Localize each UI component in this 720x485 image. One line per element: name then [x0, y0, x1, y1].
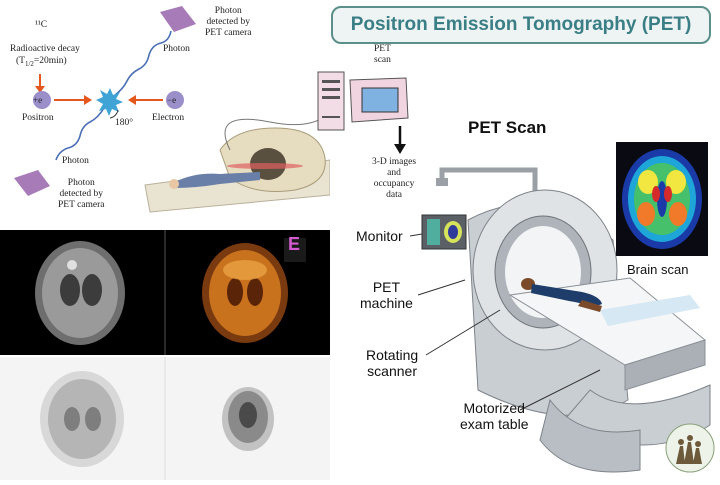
brain-scan-image — [616, 142, 708, 256]
electron-label: Electron — [152, 113, 185, 123]
half-life-label: (T1/2=20min) — [16, 56, 67, 68]
computer-illustration — [317, 71, 409, 154]
detected-top-label: Photon detected by PET camera — [205, 6, 252, 38]
pet-scan-heading: PET Scan — [468, 118, 547, 137]
pet-machine-pointer — [417, 279, 466, 296]
patient — [175, 172, 260, 188]
detector-bottom-shape — [14, 170, 50, 196]
brain-scan-label: Brain scan — [627, 262, 689, 277]
positron-label: Positron — [22, 113, 54, 123]
scanner-cable — [224, 113, 329, 151]
patient-head — [521, 278, 535, 290]
exam-table-pointer — [519, 369, 601, 411]
monitor-label: Monitor — [356, 228, 403, 244]
monitor-pointer — [409, 233, 423, 237]
page-title-box: Positron Emission Tomography (PET) — [331, 6, 711, 44]
page-title: Positron Emission Tomography (PET) — [350, 14, 692, 35]
positron-symbol: +e — [33, 95, 43, 105]
scan-panels-top — [0, 230, 330, 355]
angle-label: 180° — [115, 118, 134, 128]
organization-logo-icon — [665, 423, 715, 473]
detector-top-shape — [160, 6, 196, 32]
photon-path-bottom — [55, 107, 105, 161]
electron-particle — [166, 91, 184, 109]
pet-machine-illustration — [409, 167, 711, 473]
computer-screen — [361, 87, 399, 113]
isotope-label: ¹¹C — [35, 20, 48, 30]
exam-table-label: Motorized exam table — [460, 400, 529, 432]
electron-symbol: −e — [167, 95, 177, 105]
photon-bottom-label: Photon — [62, 156, 89, 166]
decay-label: Radioactive decay — [10, 44, 80, 54]
panel-letter: E — [288, 234, 301, 254]
photon-top-label: Photon — [163, 44, 190, 54]
scan-panels-bottom — [0, 357, 330, 480]
positron-particle — [33, 91, 51, 109]
rotating-scanner-pointer — [425, 309, 501, 356]
rotating-scanner-label: Rotating scanner — [366, 347, 419, 379]
pet-scan-caption: PET scan — [374, 44, 391, 65]
output-caption: 3-D images and occupancy data — [372, 157, 417, 200]
pet-machine-label: PET machine — [360, 279, 413, 311]
annihilation-burst — [96, 88, 123, 116]
photon-path-top — [114, 30, 172, 96]
detected-bottom-label: Photon detected by PET camera — [58, 178, 105, 210]
annihilation-diagram — [14, 6, 330, 213]
monitor-arm — [439, 167, 538, 200]
